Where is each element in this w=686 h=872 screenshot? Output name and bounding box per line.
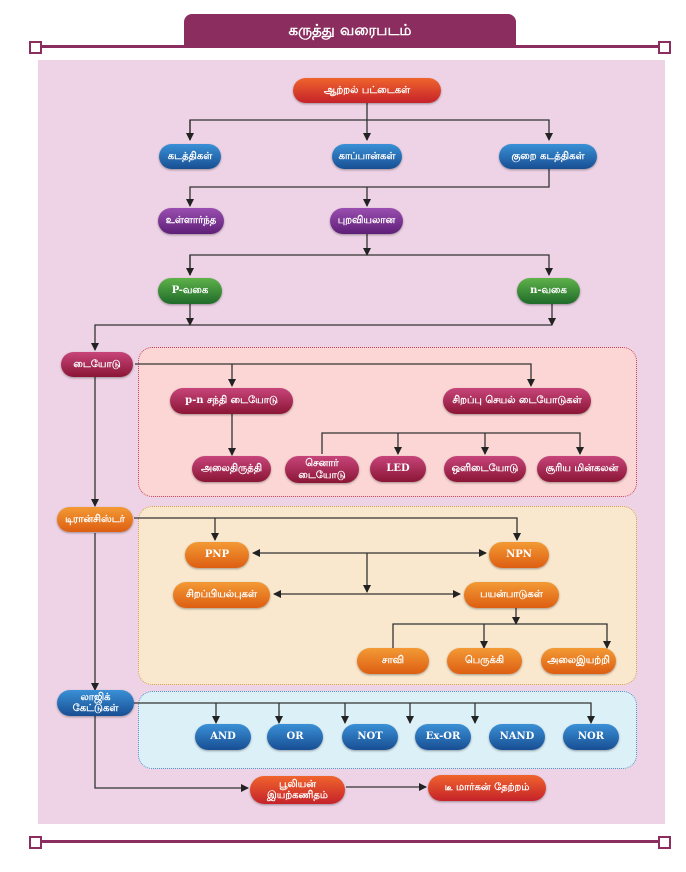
node-pn-junction-diode[interactable]: p-n சந்தி டையோடு: [170, 388, 293, 414]
node-amplifier[interactable]: பெருக்கி: [447, 648, 522, 674]
node-gate-not[interactable]: NOT: [342, 724, 398, 750]
node-zener-diode[interactable]: செனார் டையோடு: [285, 456, 359, 483]
node-p-type[interactable]: P-வகை: [158, 278, 222, 304]
node-logic-gates[interactable]: லாஜிக் கேட்டுகள்: [57, 690, 134, 716]
node-energy-bands[interactable]: ஆற்றல் பட்டைகள்: [293, 78, 441, 103]
node-semiconductors[interactable]: குறை கடத்திகள்: [499, 144, 597, 169]
bottom-right-corner-square: [658, 836, 671, 849]
node-npn[interactable]: NPN: [489, 542, 549, 568]
node-logic-gates-line2: கேட்டுகள்: [72, 703, 119, 714]
node-n-type[interactable]: n-வகை: [517, 278, 580, 304]
node-gate-and[interactable]: AND: [195, 724, 251, 750]
node-transistor[interactable]: டிரான்சிஸ்டர்: [57, 507, 133, 532]
node-zener-diode-line2: டையோடு: [298, 469, 346, 481]
node-conductors[interactable]: கடத்திகள்: [159, 144, 221, 169]
node-gate-nor[interactable]: NOR: [563, 724, 619, 750]
bottom-frame-line: [36, 840, 664, 843]
bottom-left-corner-square: [29, 836, 42, 849]
node-switch[interactable]: சாவி: [357, 648, 429, 674]
top-left-corner-square: [29, 41, 42, 54]
node-gate-ex-or[interactable]: Ex-OR: [415, 724, 471, 750]
node-photodiode[interactable]: ஒளிடையோடு: [444, 456, 526, 482]
node-characteristics[interactable]: சிறப்பியல்புகள்: [173, 582, 270, 608]
node-gate-nand[interactable]: NAND: [489, 724, 545, 750]
node-gate-or[interactable]: OR: [267, 724, 323, 750]
node-led[interactable]: LED: [370, 456, 426, 482]
node-logic-gates-line1: லாஜிக்: [80, 691, 111, 703]
node-boolean-algebra-line1: பூலியன்: [279, 778, 316, 790]
node-diode[interactable]: டையோடு: [61, 352, 133, 377]
node-insulators[interactable]: காப்பான்கள்: [332, 144, 402, 169]
node-solar-cell[interactable]: சூரிய மின்கலன்: [537, 456, 627, 482]
node-de-morgan-theorem[interactable]: டீ மார்கன் தேற்றம்: [428, 775, 546, 801]
node-extrinsic[interactable]: புறவியலான: [330, 208, 403, 234]
top-right-corner-square: [658, 41, 671, 54]
node-pnp[interactable]: PNP: [185, 542, 249, 568]
node-applications[interactable]: பயன்பாடுகள்: [464, 582, 559, 608]
node-boolean-algebra-line2: இயற்கணிதம்: [267, 790, 328, 801]
node-rectifier[interactable]: அலைதிருத்தி: [192, 456, 271, 482]
node-special-diodes[interactable]: சிறப்பு செயல் டையோடுகள்: [443, 388, 591, 414]
page-title: கருத்து வரைபடம்: [184, 14, 516, 48]
node-boolean-algebra[interactable]: பூலியன் இயற்கணிதம்: [250, 776, 345, 804]
node-oscillator[interactable]: அலைஇயற்றி: [541, 648, 616, 674]
node-zener-diode-line1: செனார்: [305, 458, 339, 469]
node-intrinsic[interactable]: உள்ளார்ந்த: [158, 208, 224, 234]
